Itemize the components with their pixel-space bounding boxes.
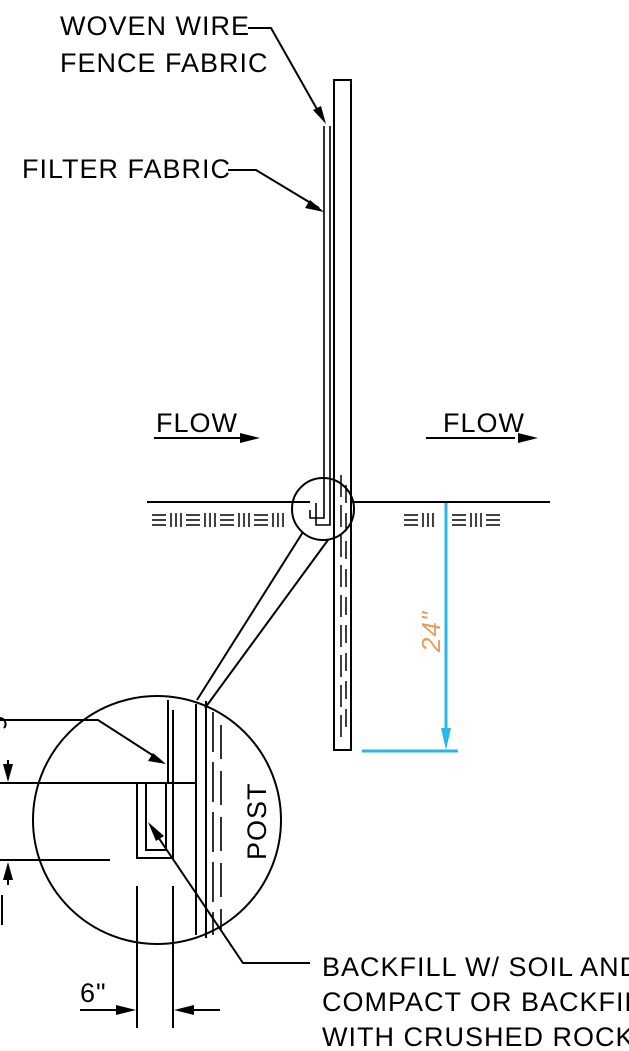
trench-width-arrowhead-right [174, 1005, 194, 1015]
flow-arrowhead-right [518, 433, 538, 443]
trench-depth-arrowhead-top [3, 764, 13, 782]
woven-wire-label-line2: FENCE FABRIC [60, 48, 269, 78]
backfill-leader [151, 827, 310, 964]
trench-width-label: 6" [80, 978, 107, 1008]
flow-arrowhead-left [240, 433, 260, 443]
backfill-label-line3: WITH CRUSHED ROCK [322, 1022, 629, 1051]
detail-post-dashes [212, 712, 222, 935]
detail-fabric-arrowhead [148, 753, 166, 764]
soil-hatch-left [152, 513, 284, 527]
fence-post [333, 79, 352, 751]
detail-trench-fabric-inner [145, 784, 167, 851]
filter-fabric-label: FILTER FABRIC [22, 154, 231, 184]
backfill-label-line2: COMPACT OR BACKFILL [322, 987, 629, 1017]
trench-width-arrowhead-left [116, 1005, 136, 1015]
depth-dimension-label: 24" [416, 610, 446, 653]
woven-wire-arrowhead [313, 106, 326, 124]
detail-leader-right [204, 539, 329, 709]
filter-fabric-line [309, 126, 325, 519]
filter-fabric-leader [228, 169, 320, 209]
backfill-label-line1: BACKFILL W/ SOIL AND [322, 952, 629, 982]
detail-fabric-leader [0, 719, 161, 761]
soil-hatch-right [404, 513, 500, 527]
post-label: POST [242, 782, 272, 860]
woven-wire-label-line1: WOVEN WIRE [60, 11, 250, 41]
filter-fabric-arrowhead [305, 200, 324, 212]
trench-depth-arrowhead-bottom [3, 862, 13, 880]
filter-fabric-line-inner [315, 460, 331, 526]
detail-callout-circle-large [32, 695, 282, 945]
detail-fabric-leader-tip [0, 717, 7, 729]
flow-label-right: FLOW [443, 408, 525, 438]
detail-leader-left [196, 531, 304, 701]
post-embedment-dashes [340, 475, 347, 740]
depth-dimension-arrowhead [441, 728, 451, 750]
flow-label-left: FLOW [156, 408, 238, 438]
detail-callout-circle-small [291, 477, 355, 541]
woven-wire-leader [248, 27, 323, 119]
backfill-arrowhead [148, 822, 164, 841]
